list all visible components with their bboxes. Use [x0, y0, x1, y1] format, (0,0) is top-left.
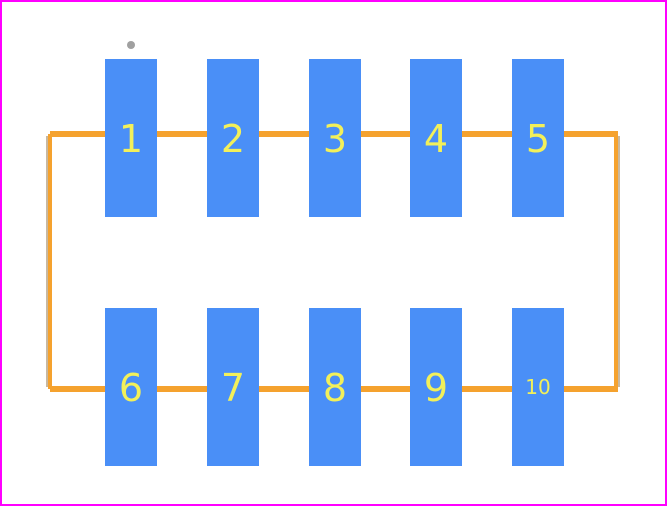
- pad-label: 2: [221, 117, 245, 161]
- pin1-marker: [127, 41, 135, 49]
- pad-10: 10: [512, 308, 564, 466]
- pad-label: 5: [526, 117, 550, 161]
- pad-rect: [207, 59, 259, 217]
- pad-label: 4: [424, 117, 448, 161]
- pad-rect: [512, 59, 564, 217]
- pads-layer: 1 2 3 4 5 6 7 8 9 10: [105, 59, 564, 466]
- pad-label: 3: [323, 117, 347, 161]
- pad-label: 10: [525, 375, 550, 399]
- pad-4: 4: [410, 59, 462, 217]
- pad-label: 8: [323, 366, 347, 410]
- pad-rect: [512, 308, 564, 466]
- pad-label: 7: [221, 366, 245, 410]
- pad-rect: [207, 308, 259, 466]
- pad-rect: [309, 59, 361, 217]
- pad-7: 7: [207, 308, 259, 466]
- pad-rect: [105, 308, 157, 466]
- pad-label: 6: [119, 366, 143, 410]
- pad-label: 1: [119, 117, 143, 161]
- pad-rect: [309, 308, 361, 466]
- pad-rect: [410, 308, 462, 466]
- pad-rect: [105, 59, 157, 217]
- pad-8: 8: [309, 308, 361, 466]
- pad-3: 3: [309, 59, 361, 217]
- pad-label: 9: [424, 366, 448, 410]
- pad-9: 9: [410, 308, 462, 466]
- pad-6: 6: [105, 308, 157, 466]
- pad-1: 1: [105, 59, 157, 217]
- pad-2: 2: [207, 59, 259, 217]
- pad-5: 5: [512, 59, 564, 217]
- pad-rect: [410, 59, 462, 217]
